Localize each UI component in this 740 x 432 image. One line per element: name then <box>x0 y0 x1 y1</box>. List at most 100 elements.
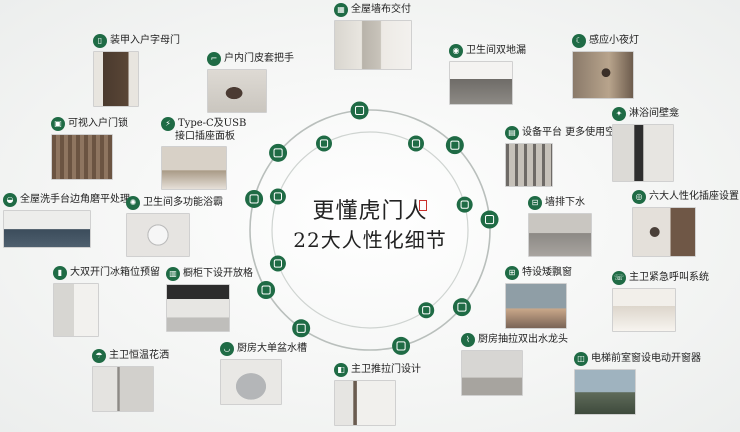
sliding-door-icon: ◧ <box>334 363 348 377</box>
shower-icon: ✦ <box>612 107 626 121</box>
ring-outer-icon <box>257 281 276 299</box>
feature-elevator-window: ◫电梯前室窗设电动开窗器 <box>574 352 701 415</box>
pipe-icon: ⊟ <box>528 196 542 210</box>
feature-photo <box>207 69 267 113</box>
feature-photo <box>612 124 674 182</box>
feature-label: 橱柜下设开放格 <box>183 268 253 279</box>
ring-outer-glyph <box>249 194 259 204</box>
feature-photo <box>126 213 190 257</box>
feature-label: 特设矮飘窗 <box>522 267 572 278</box>
ring-inner-icon <box>269 255 286 272</box>
ring-inner-glyph <box>273 259 283 268</box>
ring-outer-glyph <box>273 148 283 158</box>
ring-inner-icon <box>408 135 425 152</box>
feature-photo <box>572 51 634 99</box>
feature-label: 厨房大单盆水槽 <box>237 343 307 354</box>
feature-wall-drain: ⊟墙排下水 <box>528 196 592 257</box>
window-icon: ⊞ <box>505 266 519 280</box>
ring-inner-glyph <box>273 192 283 201</box>
ring-outer-glyph <box>261 285 271 295</box>
feature-sockets: ◎六大人性化插座设置 <box>632 190 739 257</box>
platform-icon: ▤ <box>505 126 519 140</box>
feature-photo <box>449 61 513 105</box>
feature-usb-socket: ⚡Type-C及USB 接口插座面板 <box>161 117 246 190</box>
feature-photo <box>166 284 230 332</box>
socket-icon: ◎ <box>632 190 646 204</box>
ring-inner-glyph <box>319 139 329 148</box>
ring-inner-icon <box>269 188 286 205</box>
feature-open-cabinet: ▥橱柜下设开放格 <box>166 267 253 332</box>
feature-label: 感应小夜灯 <box>589 35 639 46</box>
cabinet-icon: ▥ <box>166 267 180 281</box>
feature-kitchen-sink: ◡厨房大单盆水槽 <box>220 342 307 405</box>
lock-icon: ▣ <box>51 117 65 131</box>
feature-sliding-door: ◧主卫推拉门设计 <box>334 363 421 426</box>
ring-outer-icon <box>392 336 411 355</box>
feature-label: 大双开门冰箱位预留 <box>70 267 160 278</box>
feature-label: 墙排下水 <box>545 197 585 208</box>
wallpaper-icon: ▦ <box>334 3 348 17</box>
feature-label: Type-C及USB <box>178 118 247 129</box>
feature-label: 卫生间双地漏 <box>466 45 526 56</box>
feature-photo <box>3 210 91 248</box>
feature-entry-door: ▯装甲入户字母门 <box>93 34 180 107</box>
feature-label: 全屋墙布交付 <box>351 4 411 15</box>
feature-photo <box>334 380 396 426</box>
feature-thermostatic-shower: ☂主卫恒温花洒 <box>92 349 169 412</box>
ring-outer-icon <box>292 319 311 338</box>
feature-emergency-call: ☏主卫紧急呼叫系统 <box>612 271 709 332</box>
feature-photo <box>612 288 676 332</box>
feature-wallpaper: ▦全屋墙布交付 <box>334 3 412 70</box>
basin-icon: ◡ <box>220 342 234 356</box>
feature-label: 六大人性化插座设置 <box>649 191 739 202</box>
feature-photo <box>93 51 139 107</box>
sink-icon: ◒ <box>3 193 17 207</box>
feature-photo <box>632 207 696 257</box>
ring-outer-icon <box>452 298 471 317</box>
ring-inner-icon <box>315 135 332 152</box>
ring-inner-glyph <box>422 306 431 315</box>
feature-photo <box>220 359 282 405</box>
feature-photo <box>53 283 99 337</box>
feature-label: 淋浴间壁龛 <box>629 108 679 119</box>
feature-equipment-platform: ▤设备平台 更多使用空间 <box>505 126 625 187</box>
ring-outer-icon <box>445 136 464 155</box>
feature-fridge-space: ▮大双开门冰箱位预留 <box>53 266 160 337</box>
ring-outer-glyph <box>396 341 406 351</box>
ring-inner-icon <box>418 302 435 319</box>
ring-outer-icon <box>480 210 499 229</box>
faucet-icon: ⌇ <box>461 333 475 347</box>
feature-bay-window: ⊞特设矮飘窗 <box>505 266 572 329</box>
feature-photo <box>505 283 567 329</box>
usb-socket-icon: ⚡ <box>161 117 175 131</box>
feature-photo <box>505 143 553 187</box>
feature-photo <box>161 146 227 190</box>
motor-window-icon: ◫ <box>574 352 588 366</box>
feature-label-line2: 接口插座面板 <box>175 131 235 142</box>
feature-smart-lock: ▣可视入户门锁 <box>51 117 128 180</box>
ring-outer-icon <box>269 143 288 162</box>
feature-sink-edges: ◒全屋洗手台边角磨平处理 <box>3 193 130 248</box>
feature-label: 主卫恒温花洒 <box>109 350 169 361</box>
title-line-1: 更懂虎门人 <box>312 199 428 224</box>
ring-inner-glyph <box>411 139 421 148</box>
feature-pull-faucet: ⌇厨房抽拉双出水龙头 <box>461 333 568 396</box>
feature-label: 厨房抽拉双出水龙头 <box>478 334 568 345</box>
feature-label: 装甲入户字母门 <box>110 35 180 46</box>
heater-icon: ✺ <box>126 196 140 210</box>
feature-shower-niche: ✦淋浴间壁龛 <box>612 107 679 182</box>
feature-label: 全屋洗手台边角磨平处理 <box>20 194 130 205</box>
door-icon: ▯ <box>93 34 107 48</box>
ring-outer-glyph <box>450 140 460 150</box>
ring-inner-glyph <box>460 200 469 209</box>
feature-photo <box>92 366 154 412</box>
feature-label: 主卫推拉门设计 <box>351 364 421 375</box>
ring-outer-glyph <box>296 323 306 333</box>
feature-label: 主卫紧急呼叫系统 <box>629 272 709 283</box>
feature-label: 卫生间多功能浴霸 <box>143 197 223 208</box>
ring-outer-icon <box>350 101 369 120</box>
feature-night-light: ☾感应小夜灯 <box>572 34 639 99</box>
feature-photo <box>334 20 412 70</box>
feature-photo <box>528 213 592 257</box>
